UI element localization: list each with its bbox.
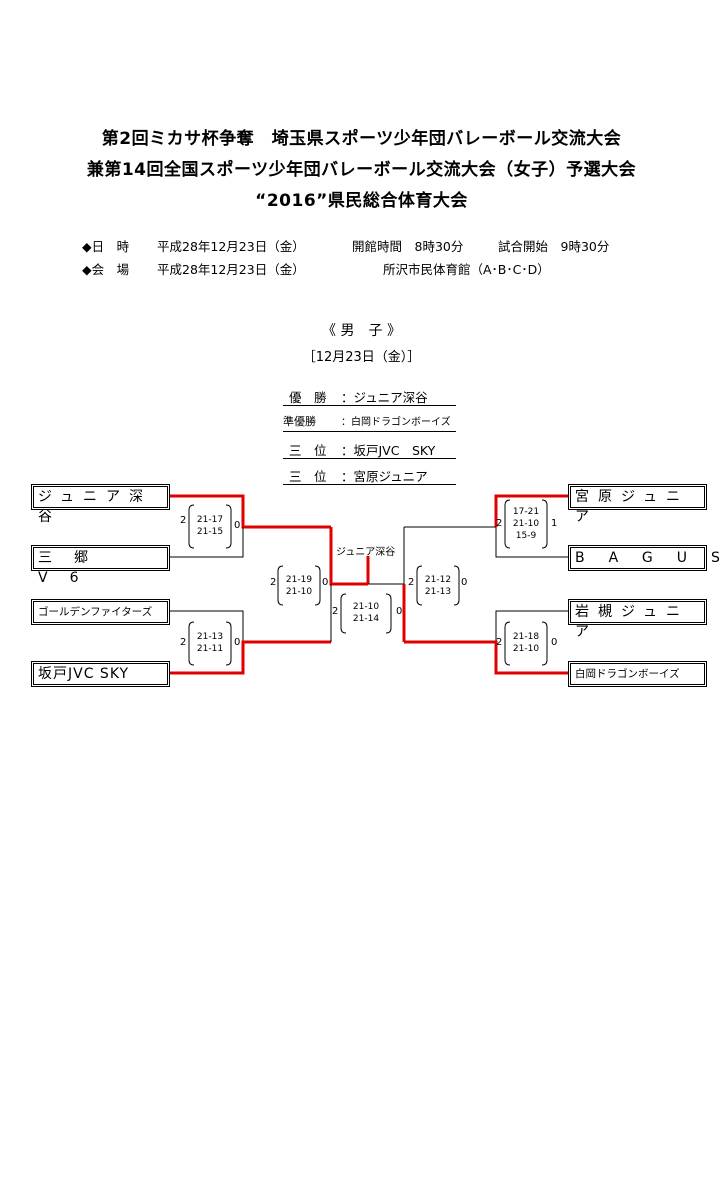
- sets-won: 2: [180, 515, 187, 526]
- team-name: 宮原ジュニア: [575, 489, 690, 525]
- score-bracket: [314, 565, 321, 606]
- team-left-4: 坂戸JVC SKY: [31, 661, 170, 687]
- set-scores: 21-19 21-10: [285, 575, 313, 597]
- score-bracket: [188, 621, 195, 666]
- sets-won: 2: [408, 577, 415, 588]
- sets-won: 2: [496, 518, 503, 529]
- result-row-third-1: 三 位 ：坂戸JVC SKY: [283, 440, 456, 459]
- sets-won: 2: [180, 637, 187, 648]
- score-bracket: [504, 499, 511, 549]
- result-label: 三 位: [289, 469, 327, 484]
- start-time: 試合開始 9時30分: [498, 239, 610, 254]
- result-label: 優 勝: [289, 390, 327, 405]
- sets-won: 2: [332, 606, 339, 617]
- title-line-1: 第2回ミカサ杯争奪 埼玉県スポーツ少年団バレーボール交流大会: [101, 129, 622, 149]
- result-value: ：白岡ドラゴンボーイズ: [341, 417, 451, 428]
- team-name: ジュニア深谷: [38, 489, 153, 525]
- score-bracket: [277, 565, 284, 606]
- team-name: BAGUS: [575, 550, 720, 566]
- bracket-line: [495, 610, 570, 642]
- venue-date: 平成28年12月23日（金）: [157, 262, 305, 277]
- result-value: ：宮原ジュニア: [341, 469, 428, 484]
- sets-lost: 0: [234, 520, 241, 531]
- bracket-line: [494, 494, 570, 527]
- score-bracket: [453, 565, 460, 606]
- team-right-2: BAGUS: [568, 545, 720, 571]
- score-bracket: [541, 621, 548, 666]
- sets-lost: 0: [396, 606, 403, 617]
- score-bracket: [416, 565, 423, 606]
- team-left-2: 三郷V6: [31, 545, 170, 586]
- score-bracket: [225, 621, 232, 666]
- team-name: 白岡ドラゴンボーイズ: [575, 668, 680, 680]
- title-line-2: 兼第14回全国スポーツ少年団バレーボール交流大会（女子）予選大会: [86, 160, 637, 180]
- bracket-line: [164, 610, 244, 642]
- venue-label: ◆会 場: [82, 262, 130, 277]
- team-right-4: 白岡ドラゴンボーイズ: [568, 661, 707, 687]
- date-value: 平成28年12月23日（金）: [157, 239, 305, 254]
- team-name: 坂戸JVC SKY: [38, 666, 130, 682]
- champion-label: ジュニア深谷: [336, 547, 396, 558]
- sets-lost: 0: [234, 637, 241, 648]
- sets-lost: 0: [322, 577, 329, 588]
- result-row-third-2: 三 位 ：宮原ジュニア: [283, 466, 456, 485]
- bracket-line: [495, 527, 570, 558]
- title-line-3: “2016”県民総合体育大会: [255, 191, 468, 211]
- team-name: 岩槻ジュニア: [575, 604, 690, 640]
- score-bracket: [225, 504, 232, 549]
- score-bracket: [188, 504, 195, 549]
- score-bracket: [504, 621, 511, 666]
- team-right-3: 岩槻ジュニア: [568, 599, 707, 640]
- venue-name: 所沢市民体育館（A･B･C･D）: [383, 262, 550, 277]
- result-row-champion: 優 勝 ：ジュニア深谷: [283, 387, 456, 406]
- team-name: 三郷V6: [38, 550, 110, 586]
- team-left-3: ゴールデンファイターズ: [31, 599, 170, 625]
- result-value: ：坂戸JVC SKY: [341, 443, 436, 458]
- team-name: ゴールデンファイターズ: [38, 606, 153, 618]
- team-left-1: ジュニア深谷: [31, 484, 170, 525]
- result-label: 三 位: [289, 443, 327, 458]
- result-value: ：ジュニア深谷: [341, 390, 428, 405]
- score-bracket: [541, 499, 548, 549]
- category-heading: 《 男 子 》: [322, 323, 401, 339]
- sets-won: 2: [270, 577, 277, 588]
- set-scores: 17-21 21-10 15-9: [512, 507, 540, 541]
- bracket-line: [164, 494, 331, 529]
- sets-lost: 0: [551, 637, 558, 648]
- bracket-line: [164, 527, 244, 558]
- set-scores: 21-13 21-11: [196, 632, 224, 654]
- sets-lost: 0: [461, 577, 468, 588]
- result-row-runner-up: 準優勝 ：白岡ドラゴンボーイズ: [283, 413, 456, 432]
- set-scores: 21-10 21-14: [352, 602, 380, 624]
- score-bracket: [340, 593, 347, 634]
- sets-lost: 1: [551, 518, 558, 529]
- set-scores: 21-18 21-10: [512, 632, 540, 654]
- match-date: ［12月23日（金）］: [302, 350, 421, 365]
- bracket-line: [404, 640, 570, 675]
- date-label: ◆日 時: [82, 239, 130, 254]
- bracket-line: [164, 640, 331, 675]
- set-scores: 21-17 21-15: [196, 515, 224, 537]
- sets-won: 2: [496, 637, 503, 648]
- set-scores: 21-12 21-13: [424, 575, 452, 597]
- team-right-1: 宮原ジュニア: [568, 484, 707, 525]
- score-bracket: [385, 593, 392, 634]
- result-label: 準優勝: [283, 415, 316, 428]
- open-time: 開館時間 8時30分: [352, 239, 464, 254]
